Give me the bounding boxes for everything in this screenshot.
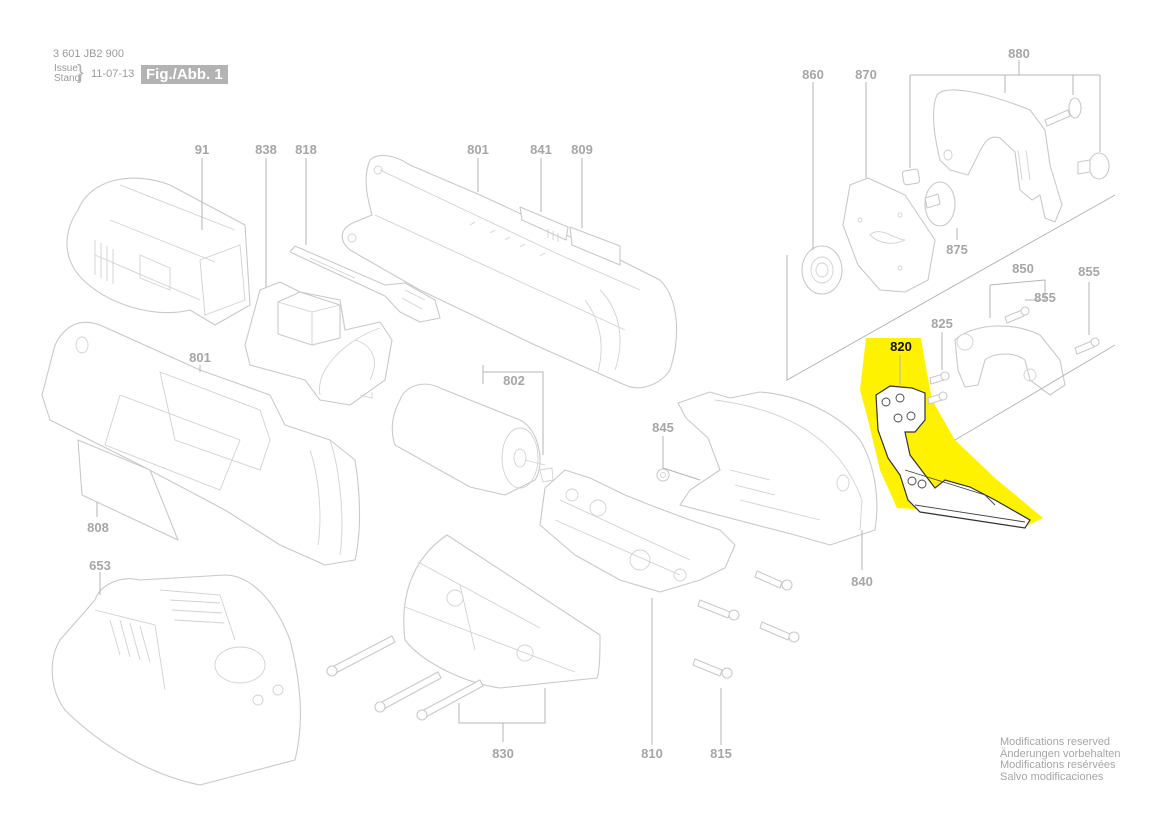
label-809[interactable]: 809	[571, 142, 593, 157]
screws-830[interactable]	[326, 635, 484, 721]
label-880[interactable]: 880	[1008, 46, 1030, 61]
label-91[interactable]: 91	[195, 142, 209, 157]
part-809-label[interactable]	[569, 226, 621, 266]
screws-825[interactable]	[927, 371, 950, 405]
document-number: 3 601 JB2 900	[53, 48, 124, 60]
screws-855[interactable]	[1004, 306, 1100, 355]
issue-stand-label: Issue Stand	[54, 64, 80, 84]
label-825[interactable]: 825	[931, 316, 953, 331]
part-801-housing-left[interactable]	[41, 321, 361, 566]
part-841-label[interactable]	[519, 206, 569, 242]
label-653[interactable]: 653	[89, 558, 111, 573]
part-818-switch-slider[interactable]	[289, 245, 441, 323]
label-830[interactable]: 830	[492, 746, 514, 761]
part-91-battery[interactable]	[66, 177, 251, 326]
label-801-top[interactable]: 801	[467, 142, 489, 157]
label-802[interactable]: 802	[503, 373, 525, 388]
part-801-housing-top[interactable]	[341, 154, 678, 389]
label-808[interactable]: 808	[87, 520, 109, 535]
label-801-left[interactable]: 801	[189, 350, 211, 365]
modifications-notice: Modifications reserved Änderungen vorbeh…	[1000, 736, 1121, 783]
part-653-charger[interactable]	[51, 574, 301, 786]
label-815[interactable]: 815	[710, 746, 732, 761]
part-838-electronics[interactable]	[244, 281, 393, 406]
label-875[interactable]: 875	[946, 242, 968, 257]
part-808-label[interactable]	[77, 439, 179, 541]
screws-815[interactable]	[692, 570, 800, 679]
modifications-es: Salvo modificaciones	[1000, 770, 1104, 783]
screws-880[interactable]	[1044, 97, 1110, 180]
label-841[interactable]: 841	[530, 142, 552, 157]
part-810-gearbox[interactable]	[539, 469, 736, 593]
label-845[interactable]: 845	[652, 420, 674, 435]
label-870[interactable]: 870	[855, 67, 877, 82]
stand-label: Stand	[54, 73, 81, 84]
part-850-guard[interactable]	[954, 325, 1066, 396]
modifications-en: Modifications reserved	[1000, 736, 1111, 748]
label-818[interactable]: 818	[295, 142, 317, 157]
issue-date: 11-07-13	[91, 68, 135, 80]
part-870-plate[interactable]	[842, 177, 936, 293]
part-860-flange[interactable]	[801, 245, 843, 295]
part-820-bracket[interactable]	[875, 385, 1031, 529]
label-838[interactable]: 838	[255, 142, 277, 157]
brace-symbol: }	[77, 62, 84, 84]
figure-label: Fig./Abb. 1	[141, 65, 228, 84]
label-820[interactable]: 820	[890, 339, 912, 354]
part-830-nose-cap[interactable]	[403, 534, 601, 689]
label-810[interactable]: 810	[641, 746, 663, 761]
label-850[interactable]: 850	[1012, 261, 1034, 276]
label-855-outer[interactable]: 855	[1078, 264, 1100, 279]
part-802-motor[interactable]	[391, 383, 554, 496]
label-855-inner[interactable]: 855	[1034, 290, 1056, 305]
leader-lines	[96, 60, 1116, 745]
part-875-washer[interactable]	[924, 181, 956, 227]
modifications-de: Änderungen vorbehalten	[1000, 747, 1121, 760]
part-840-cover[interactable]	[677, 391, 878, 546]
part-880-guard[interactable]	[901, 89, 1063, 223]
part-845-nut[interactable]	[656, 468, 670, 482]
label-840[interactable]: 840	[851, 574, 873, 589]
issue-label: Issue	[54, 63, 78, 74]
label-860[interactable]: 860	[802, 67, 824, 82]
modifications-fr: Modifications resérvées	[1000, 759, 1116, 771]
